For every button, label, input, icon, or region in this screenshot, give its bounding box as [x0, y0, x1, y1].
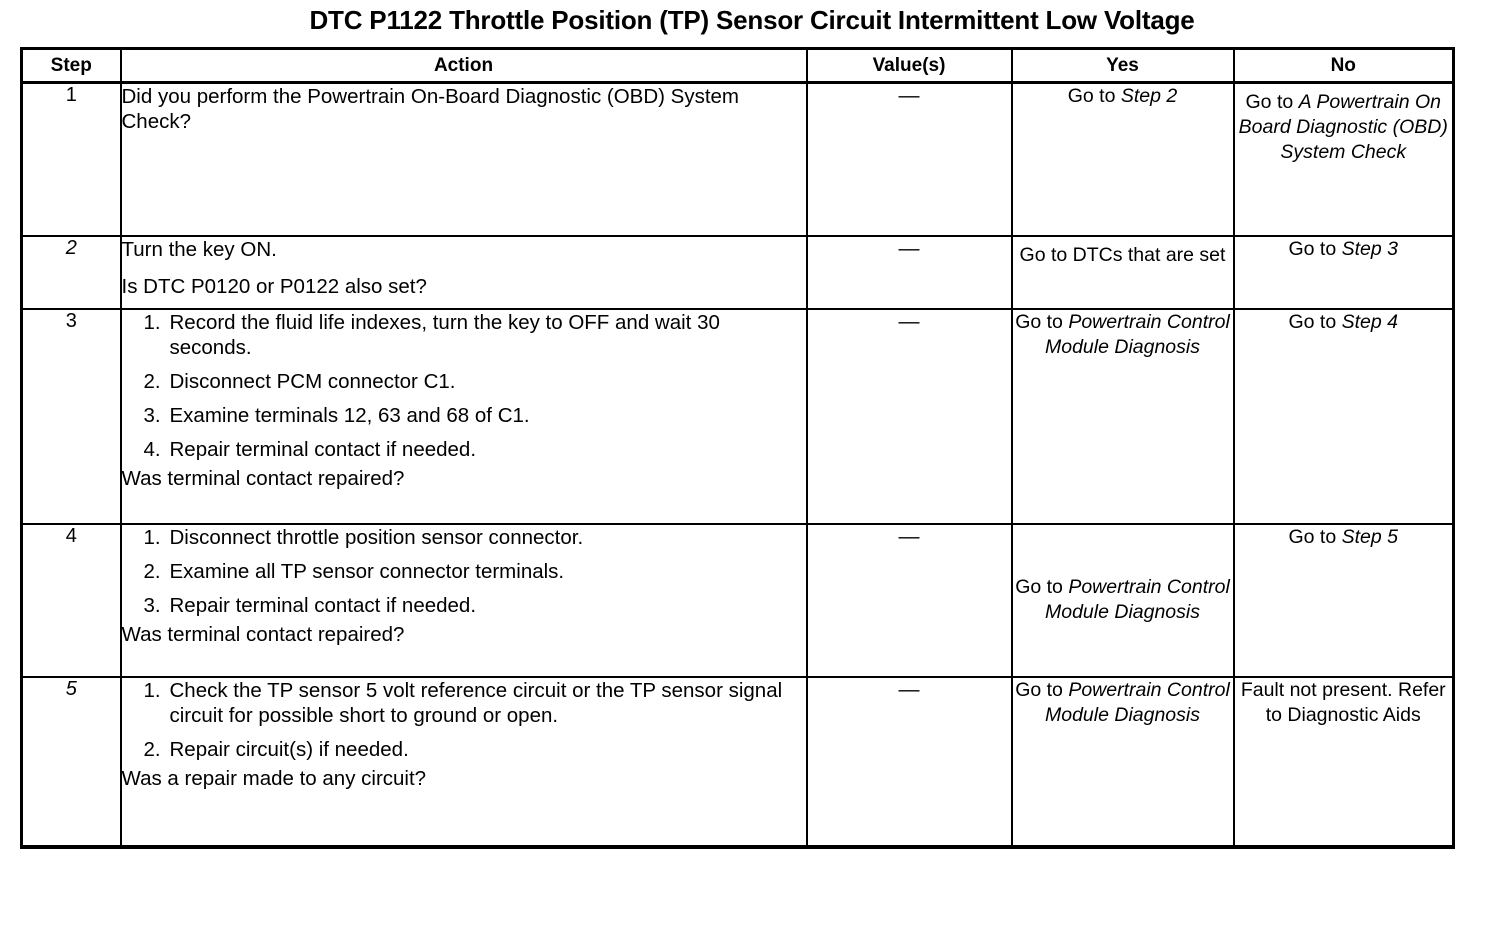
list-item-text: Record the fluid life indexes, turn the … [169, 310, 720, 359]
yes-text-plain: Go to [1067, 85, 1121, 107]
yes-text-plain: Go to [1015, 678, 1069, 701]
value-cell: — [805, 81, 1013, 237]
list-item: 3. Repair terminal contact if needed. [122, 593, 806, 618]
no-text-reference: Step 5 [1341, 525, 1398, 548]
list-item-text: Check the TP sensor 5 volt reference cir… [169, 678, 783, 727]
yes-text-reference: Powertrain Control Module Diagnosis [1044, 310, 1230, 358]
yes-text-reference: Step 2 [1120, 85, 1178, 107]
action-cell: Turn the key ON. Is DTC P0120 or P0122 a… [119, 234, 808, 310]
no-cell: Go to Step 4 [1232, 307, 1455, 525]
step-number: 1 [20, 81, 122, 237]
list-item: 1. Record the fluid life indexes, turn th… [122, 310, 806, 360]
list-item: 2. Examine all TP sensor connector termin… [122, 559, 806, 584]
no-text-reference: A Powertrain On Board Diagnostic (OBD) S… [1238, 91, 1448, 163]
no-text-reference: Step 4 [1341, 310, 1398, 333]
yes-text-reference: Powertrain Control Module Diagnosis [1044, 576, 1230, 623]
column-header-no: No [1232, 47, 1455, 84]
table-row: 5 1. Check the TP sensor 5 volt reference… [20, 675, 1455, 849]
value-dash: — [898, 236, 920, 260]
value-cell: — [805, 675, 1013, 849]
action-question: Was a repair made to any circuit? [121, 766, 427, 790]
value-cell: — [805, 307, 1013, 525]
table-row: 2 Turn the key ON. Is DTC P0120 or P0122… [20, 234, 1455, 310]
action-cell: 1. Record the fluid life indexes, turn th… [119, 307, 808, 525]
yes-cell: Go to Powertrain Control Module Diagnosi… [1010, 307, 1235, 525]
table-row: 1 Did you perform the Powertrain On-Boar… [20, 81, 1455, 237]
list-item-text: Repair terminal contact if needed. [169, 437, 477, 461]
column-header-step: Step [20, 47, 122, 84]
yes-text-plain: Go to DTCs that are set [1019, 243, 1226, 266]
no-text-plain: Go to [1288, 525, 1342, 548]
list-item-number: 2. [143, 369, 161, 393]
page-title: DTC P1122 Throttle Position (TP) Sensor … [309, 5, 1195, 35]
yes-cell: Go to Step 2 [1010, 81, 1235, 237]
action-intro: Did you perform the Powertrain On-Board … [121, 85, 740, 133]
yes-cell: Go to Powertrain Control Module Diagnosi… [1010, 522, 1235, 678]
list-item: 3. Examine terminals 12, 63 and 68 of C1. [122, 403, 806, 428]
column-header-yes: Yes [1010, 47, 1235, 84]
list-item-text: Examine terminals 12, 63 and 68 of C1. [169, 403, 530, 427]
list-item-number: 1. [143, 310, 161, 334]
no-cell: Go to A Powertrain On Board Diagnostic (… [1232, 81, 1455, 237]
action-intro: Turn the key ON. [121, 237, 277, 261]
header-row: Step Action Value(s) Yes No [20, 47, 1455, 84]
yes-text-plain: Go to [1015, 310, 1069, 333]
list-item: 1. Check the TP sensor 5 volt reference c… [122, 678, 806, 728]
yes-cell: Go to Powertrain Control Module Diagnosi… [1010, 675, 1235, 849]
table-row: 4 1. Disconnect throttle position sensor … [20, 522, 1455, 678]
no-text-reference: Step 3 [1341, 237, 1398, 260]
column-header-value: Value(s) [805, 47, 1013, 84]
action-step-list: 1. Record the fluid life indexes, turn th… [122, 310, 806, 462]
no-cell: Go to Step 5 [1232, 522, 1455, 678]
no-text-plain: Go to [1245, 91, 1299, 113]
list-item: 4. Repair terminal contact if needed. [122, 437, 806, 462]
table-header: Step Action Value(s) Yes No [20, 47, 1455, 84]
value-dash: — [898, 84, 920, 107]
column-header-action: Action [119, 47, 808, 84]
no-text-plain: Go to [1288, 310, 1342, 333]
step-number: 5 [20, 675, 122, 849]
action-step-list: 1. Check the TP sensor 5 volt reference c… [122, 678, 806, 762]
value-dash: — [898, 677, 920, 701]
list-item-number: 3. [143, 403, 161, 427]
step-number: 4 [20, 522, 122, 678]
yes-cell: Go to DTCs that are set [1010, 234, 1235, 310]
table-body: 1 Did you perform the Powertrain On-Boar… [20, 81, 1455, 849]
list-item: 2. Disconnect PCM connector C1. [122, 369, 806, 394]
list-item-number: 3. [143, 593, 161, 617]
value-cell: — [805, 522, 1013, 678]
action-cell: 1. Disconnect throttle position sensor co… [119, 522, 808, 678]
list-item-number: 2. [143, 559, 161, 583]
value-dash: — [898, 524, 920, 548]
list-item-text: Disconnect throttle position sensor conn… [169, 525, 584, 549]
step-number: 2 [20, 234, 122, 310]
list-item-number: 2. [143, 737, 161, 761]
action-cell: 1. Check the TP sensor 5 volt reference c… [119, 675, 808, 849]
no-text-plain: Fault not present. Refer to Diagnostic A… [1240, 678, 1446, 726]
step-number: 3 [20, 307, 122, 525]
list-item-text: Disconnect PCM connector C1. [169, 369, 456, 393]
action-step-list: 1. Disconnect throttle position sensor co… [122, 525, 806, 618]
list-item-number: 4. [143, 437, 161, 461]
action-question: Was terminal contact repaired? [121, 466, 405, 490]
action-cell: Did you perform the Powertrain On-Board … [119, 81, 808, 237]
no-cell: Go to Step 3 [1232, 234, 1455, 310]
value-cell: — [805, 234, 1013, 310]
list-item-text: Repair terminal contact if needed. [169, 593, 477, 617]
action-question: Is DTC P0120 or P0122 also set? [121, 274, 427, 298]
list-item-text: Examine all TP sensor connector terminal… [169, 559, 565, 583]
list-item-number: 1. [143, 525, 161, 549]
yes-text-plain: Go to [1015, 576, 1069, 598]
list-item: 1. Disconnect throttle position sensor co… [122, 525, 806, 550]
list-item-text: Repair circuit(s) if needed. [169, 737, 409, 761]
table-row: 3 1. Record the fluid life indexes, turn … [20, 307, 1455, 525]
list-item: 2. Repair circuit(s) if needed. [122, 737, 806, 762]
value-dash: — [898, 309, 920, 333]
no-text-plain: Go to [1288, 237, 1342, 260]
list-item-number: 1. [143, 678, 161, 702]
diagnostic-table: Step Action Value(s) Yes No 1 Did you pe… [20, 47, 1455, 849]
no-cell: Fault not present. Refer to Diagnostic A… [1232, 675, 1455, 849]
yes-text-reference: Powertrain Control Module Diagnosis [1044, 678, 1230, 726]
action-question: Was terminal contact repaired? [121, 622, 405, 646]
